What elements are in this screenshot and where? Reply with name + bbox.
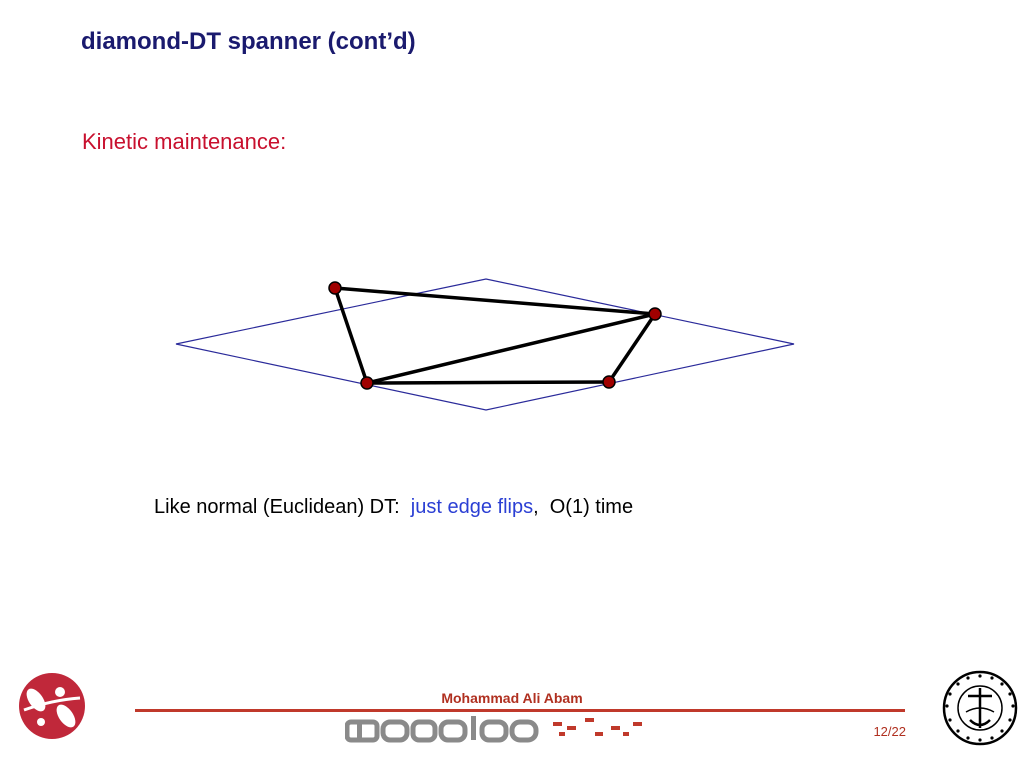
caption-text: Like normal (Euclidean) DT: just edge fl… — [154, 496, 633, 519]
vertex-top-right — [648, 307, 662, 321]
caption-suffix: , O(1) time — [533, 496, 634, 518]
diamond-outline — [175, 278, 795, 411]
edge-left — [333, 286, 369, 385]
edge-bottom — [365, 380, 611, 385]
university-seal-icon — [942, 670, 1018, 746]
edge-top — [333, 286, 657, 316]
footer-divider — [135, 709, 905, 712]
author-name: Mohammad Ali Abam — [441, 690, 583, 706]
vertex-top-left — [328, 281, 342, 295]
vertex-bottom-right — [602, 375, 616, 389]
vertex-bottom-left — [360, 376, 374, 390]
page-number: 12/22 — [873, 724, 906, 739]
university-logo-icon — [19, 673, 85, 739]
madalgo-logo-icon — [345, 716, 642, 743]
slide-title: diamond-DT spanner (cont’d) — [81, 28, 416, 55]
edge-right — [607, 312, 657, 384]
section-heading: Kinetic maintenance: — [82, 129, 287, 154]
caption-highlight: just edge flips — [410, 496, 534, 518]
caption-prefix: Like normal (Euclidean) DT: — [154, 496, 411, 518]
edge-diagonal — [365, 312, 657, 385]
